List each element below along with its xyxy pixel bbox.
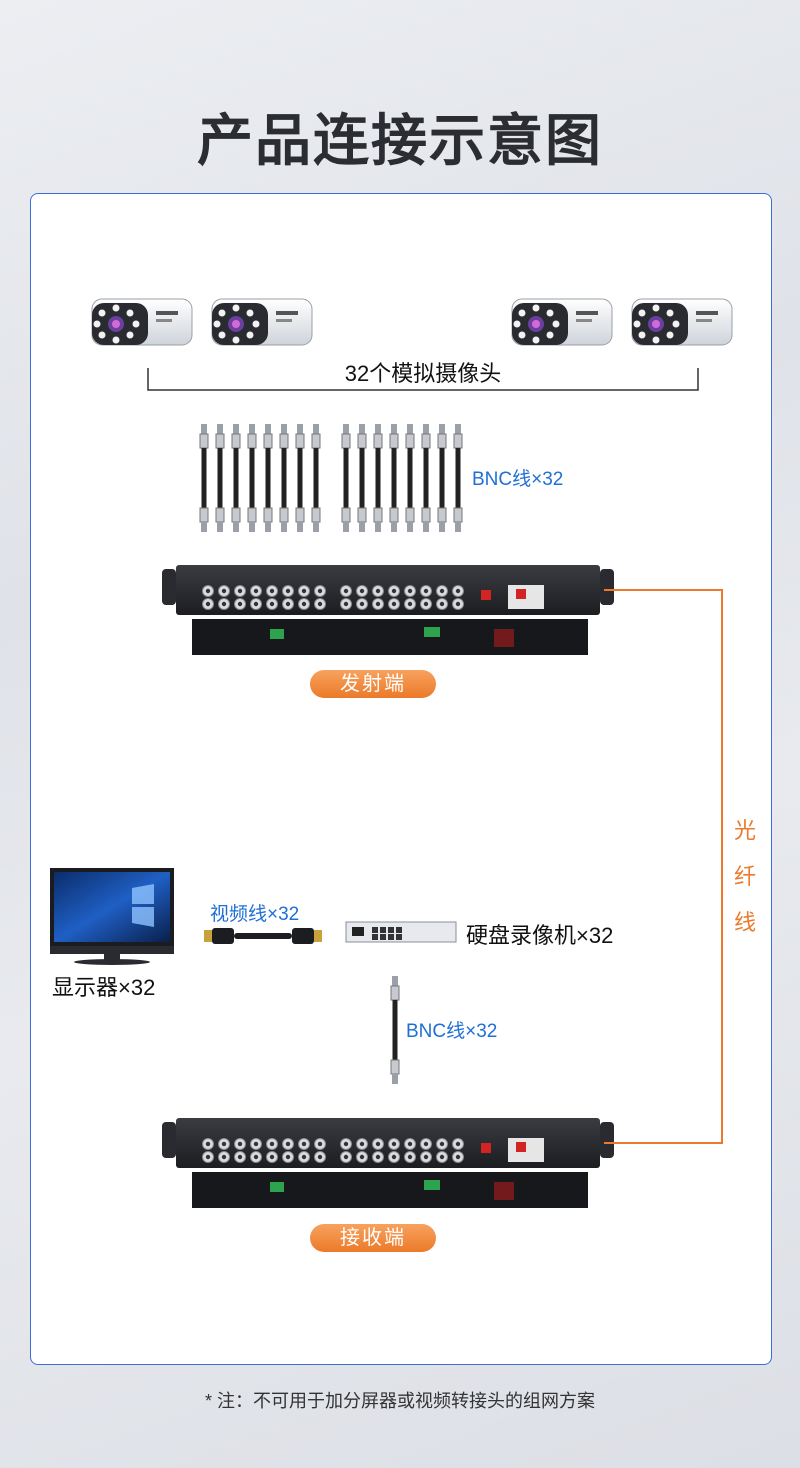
bnc-top-label: BNC线×32 [472,469,564,490]
bnc-bottom-label: BNC线×32 [406,1021,498,1042]
video-cable-label: 视频线×32 [210,904,300,925]
bnc-cable-bundle-right [341,423,463,533]
fiber-label: 光 纤 线 [732,808,758,946]
monitor-label: 显示器×32 [52,975,156,1000]
nvr-label: 硬盘录像机×32 [466,923,614,948]
diagram-panel [30,193,772,1365]
footnote: * 注：不可用于加分屏器或视频转接头的组网方案 [204,1391,595,1411]
transmitter-label: 发射端 [310,670,436,698]
receiver-rack-icon [162,1118,614,1208]
camera-icon [631,298,733,346]
monitor-icon [50,868,174,965]
fiber-line [604,589,723,1144]
fiber-char: 纤 [733,864,756,889]
receiver-label: 接收端 [310,1224,436,1252]
camera-icon [511,298,613,346]
bnc-cable-icon [390,975,400,1085]
hdmi-cable-icon [204,928,322,944]
nvr-icon [345,921,457,943]
cameras-label: 32个模拟摄像头 [344,361,502,386]
fiber-char: 光 [733,818,756,843]
transmitter-rack-icon [162,565,614,655]
camera-icon [91,298,193,346]
camera-icon [211,298,313,346]
camera-bracket [147,368,699,391]
bnc-cable-bundle-left [199,423,321,533]
fiber-char: 线 [733,910,756,935]
page-title: 产品连接示意图 [197,109,603,172]
